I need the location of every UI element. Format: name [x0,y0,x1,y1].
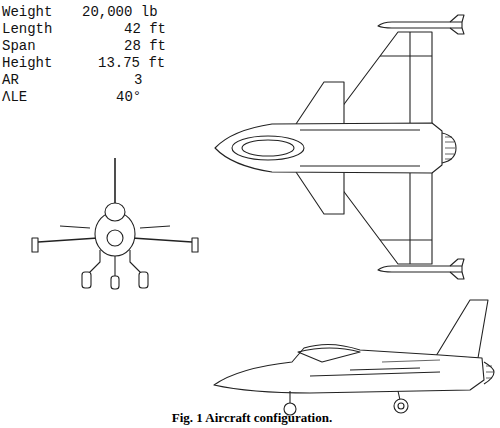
figure-caption: Fig. 1 Aircraft configuration. [172,410,332,425]
spec-name: Weight [2,4,52,20]
front-view [32,158,198,289]
spec-value: 20,000 lb [82,4,158,20]
spec-value: 13.75 ft [98,55,165,71]
spec-name: Height [2,55,52,71]
spec-value: 40° [116,89,141,105]
top-view [215,15,464,279]
spec-name: Length [2,21,52,37]
spec-name: Span [2,38,36,54]
spec-name: AR [2,72,19,88]
spec-value: 42 ft [124,21,166,37]
side-view [214,300,494,415]
spec-value: 3 [134,72,142,88]
spec-name: ΛLE [2,89,27,105]
spec-value: 28 ft [124,38,166,54]
